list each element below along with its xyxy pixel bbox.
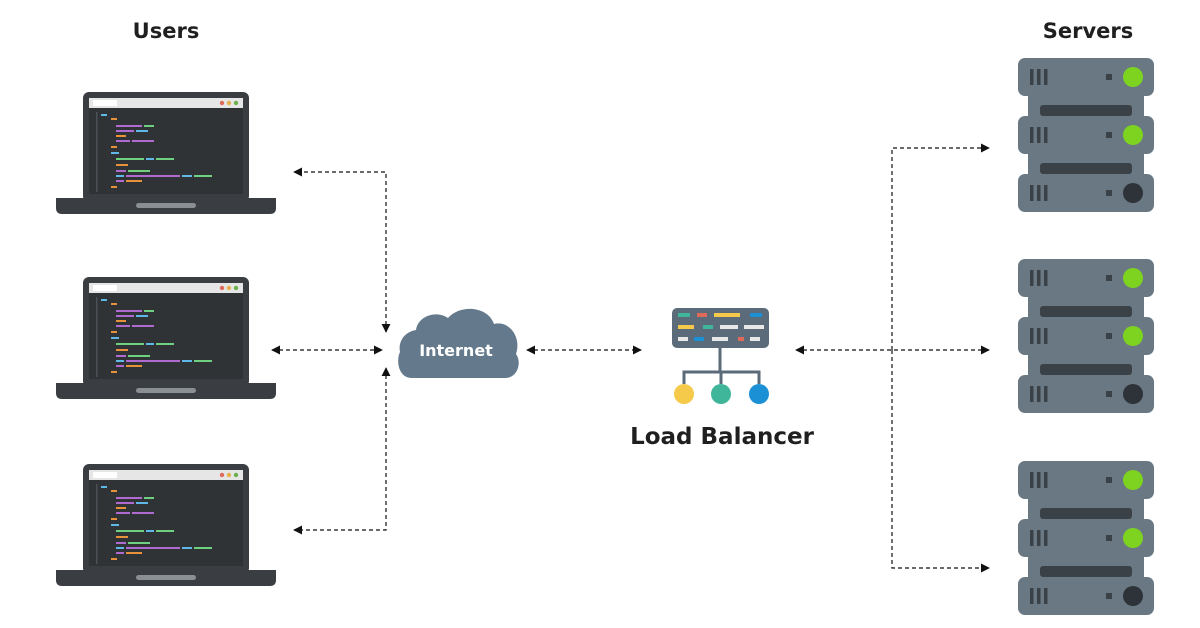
- user-laptop-2: [56, 277, 276, 399]
- server-stack-3: [1018, 461, 1154, 615]
- users-heading: Users: [133, 19, 200, 43]
- user-laptop-1: [56, 92, 276, 214]
- connector-user3-internet: [293, 367, 391, 535]
- server-stack-2: [1018, 259, 1154, 413]
- connector-lb-server3: [891, 350, 990, 573]
- internet-label: Internet: [419, 341, 493, 360]
- load-balancer-icon: [672, 308, 769, 404]
- connector-user1-internet: [293, 167, 391, 333]
- user-laptop-3: [56, 464, 276, 586]
- server-stack-1: [1018, 58, 1154, 212]
- servers-heading: Servers: [1043, 19, 1134, 43]
- cloud-icon: [398, 308, 519, 378]
- connector-lb-server1: [891, 143, 990, 350]
- load-balancer-label: Load Balancer: [630, 424, 815, 450]
